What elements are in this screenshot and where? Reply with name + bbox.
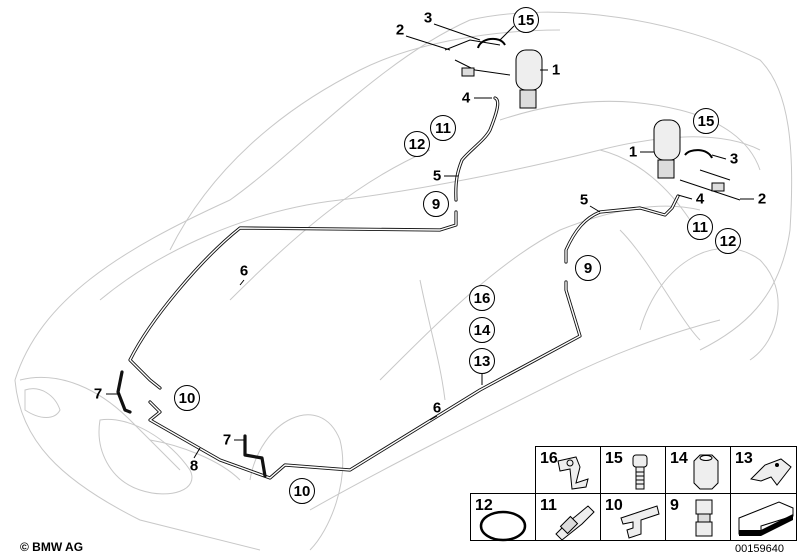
legend-cell-o-ring: 12 — [470, 493, 536, 542]
callout-4: 4 — [461, 89, 471, 107]
union-icon — [695, 499, 713, 537]
callout-3: 3 — [729, 150, 739, 168]
callout-5: 5 — [432, 167, 442, 185]
callout-15: 15 — [513, 7, 539, 33]
callout-3: 3 — [423, 9, 433, 27]
callout-4: 4 — [695, 190, 705, 208]
callout-1: 1 — [551, 61, 561, 79]
callout-9: 9 — [423, 191, 449, 217]
callout-12: 12 — [404, 131, 430, 157]
legend-cell-t-piece: 10 — [600, 493, 666, 541]
brake-fluid-reservoir-right — [653, 119, 741, 201]
legend-number: 14 — [670, 450, 688, 467]
callout-11: 11 — [430, 115, 456, 141]
callout-11: 11 — [687, 214, 713, 240]
legend-cell-union: 9 — [665, 493, 731, 541]
legend-cell-nut: 14 — [665, 446, 731, 494]
callout-2: 2 — [395, 21, 405, 39]
nut-icon — [693, 454, 719, 490]
callout-10: 10 — [289, 478, 315, 504]
image-number: 00159640 — [735, 543, 784, 555]
legend-number: 10 — [605, 497, 623, 514]
callout-8: 8 — [189, 457, 199, 475]
legend-cell-bracket: 16 — [535, 446, 601, 494]
brake-pipes — [116, 96, 680, 480]
copyright-text: © BMW AG — [20, 540, 84, 554]
callout-15: 15 — [693, 108, 719, 134]
callout-7: 7 — [93, 385, 103, 403]
legend-number: 11 — [540, 497, 557, 514]
callout-10: 10 — [174, 385, 200, 411]
callout-2: 2 — [757, 190, 767, 208]
legend-number: 12 — [475, 497, 493, 514]
callout-5: 5 — [579, 191, 589, 209]
legend-number: 15 — [605, 450, 623, 467]
brake-fluid-reservoir-left — [444, 37, 543, 109]
legend-cell-screw: 15 — [600, 446, 666, 494]
connector-icon — [555, 505, 595, 541]
callout-1: 1 — [628, 143, 638, 161]
legend-number: 13 — [735, 450, 753, 467]
legend-cell-clip: 13 — [730, 446, 797, 494]
t-piece-icon — [620, 505, 660, 539]
arrow-icon — [738, 501, 794, 536]
legend-number: 16 — [540, 450, 558, 467]
callout-14: 14 — [469, 317, 495, 343]
legend-number: 9 — [670, 497, 679, 514]
clip-icon — [749, 458, 792, 486]
callout-12: 12 — [715, 228, 741, 254]
car-body-outline — [14, 11, 793, 551]
callout-13: 13 — [469, 348, 495, 374]
legend-cell-arrow — [730, 493, 797, 541]
bracket-icon — [557, 456, 589, 490]
callout-6: 6 — [432, 399, 442, 417]
o-ring-icon — [479, 510, 527, 542]
legend-cell-connector: 11 — [535, 493, 601, 541]
screw-icon — [632, 454, 648, 490]
callout-leaders — [106, 23, 754, 459]
callout-6: 6 — [239, 262, 249, 280]
callout-16: 16 — [469, 285, 495, 311]
callout-9: 9 — [575, 255, 601, 281]
callout-7: 7 — [222, 431, 232, 449]
